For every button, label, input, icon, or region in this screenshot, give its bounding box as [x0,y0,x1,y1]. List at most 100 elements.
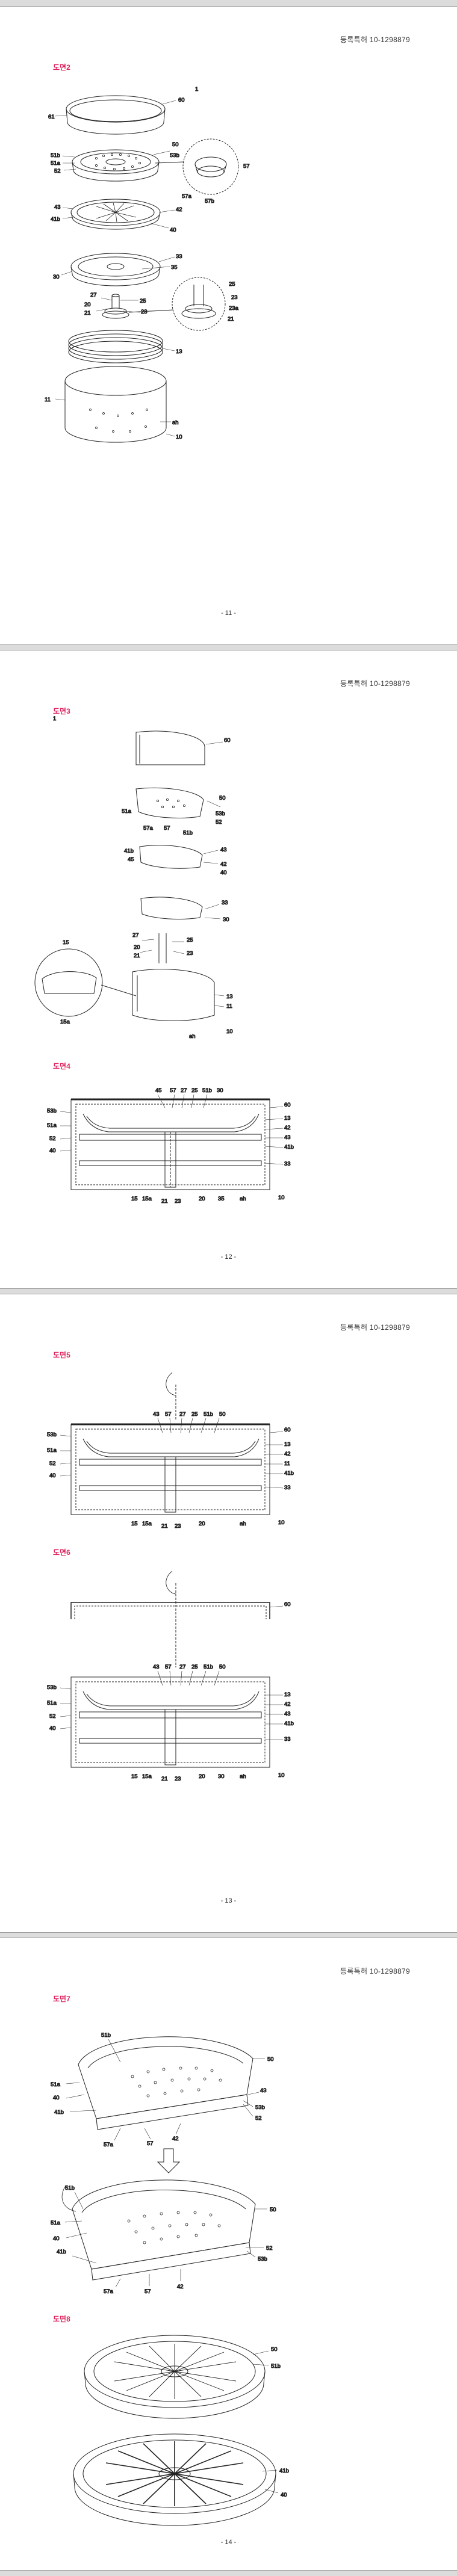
ref-label: 57 [164,825,170,832]
ref-label: 43 [153,1411,160,1418]
ref-label: 20 [199,1521,205,1527]
ref-label: 27 [179,1411,186,1418]
ref-label: 57 [165,1411,172,1418]
ref-label: 1 [195,86,198,93]
ref-label: 41b [284,1144,294,1151]
ref-label: 33 [284,1736,291,1743]
ref-label: 23 [175,1776,181,1782]
ref-label: 43 [284,1134,291,1141]
ref-label: ah [172,419,179,426]
ref-label: 40 [281,2492,287,2498]
ref-label: 33 [284,1161,291,1167]
ref-label: ah [189,1033,196,1040]
support-plate-part [70,253,161,286]
ref-label: 42 [177,2284,184,2290]
ref-label: 42 [284,1451,291,1457]
ref-label: ah [240,1196,246,1202]
ref-label: 30 [53,274,60,280]
ref-label: 40 [53,2235,60,2242]
cross-section-drawing-6: 60 43 57 27 25 51b 50 13 42 43 41b 33 53… [47,1571,294,1783]
ref-label: 23 [175,1198,181,1205]
ref-label: 23 [141,309,148,315]
ref-label: 25 [187,937,193,944]
ref-label: 57a [143,825,154,832]
ref-label: 51b [183,830,193,836]
ref-label: 51a [51,2220,61,2226]
bottom-view-drawing: 50 51b 41b 40 [73,2335,289,2526]
cutaway-perspective-drawing: 60 1 50 51a 57a 57 51b 53b 52 41b 43 45 … [34,715,233,1040]
ref-label: 10 [278,1519,285,1526]
basket-section-drawing: 51b 50 51a 40 41b 57a 57 42 53b 52 43 51… [51,2032,277,2296]
figure-title: 도면2 [53,63,70,72]
ref-label: 51b [204,1411,213,1418]
ref-label: 52 [54,168,61,175]
patent-number: 등록특허 10-1298879 [340,36,410,44]
ref-label: 41b [284,1470,294,1477]
ref-label: 10 [176,434,182,440]
patent-page-14: 등록특허 10-1298879 도면7 5 [0,1938,457,2571]
ref-label: 25 [140,298,146,304]
ref-label: 15 [131,1773,138,1780]
ref-label: 51a [51,2081,61,2088]
ref-label: 41b [54,2109,64,2116]
ref-label: 53b [258,2256,267,2262]
ref-label: 41b [279,2468,289,2474]
figure-title: 도면8 [53,2315,70,2323]
ref-label: 51b [204,1664,213,1670]
ref-label: 42 [284,1125,291,1131]
ref-label: 53b [47,1684,57,1691]
ref-label: 41b [124,848,134,854]
patent-page-11: 등록특허 10-1298879 도면2 [0,6,457,645]
ref-label: 51a [47,1447,57,1454]
ref-label: 27 [181,1087,187,1094]
ref-label: 25 [191,1087,198,1094]
ref-label: 13 [226,993,233,1000]
ref-label: 11 [284,1460,290,1467]
ref-label: 25 [191,1664,198,1670]
ref-label: 23 [175,1523,181,1530]
ref-label: 20 [134,944,140,951]
ref-label: 33 [176,253,182,260]
ref-label: 42 [172,2136,179,2142]
ref-label: 51b [271,2363,281,2370]
ref-label: 57a [104,2142,114,2148]
exploded-view-drawing: 60 1 61 50 53b 57 51b 51a 52 57a 57b 42 … [45,86,250,443]
ref-label: 45 [155,1087,162,1094]
ref-label: 15a [142,1521,152,1527]
ref-label: 53b [216,811,225,817]
ref-label: 57 [147,2140,154,2147]
ref-label: 13 [176,348,182,355]
ref-label: 51a [122,808,132,815]
ref-label: 15 [63,939,69,946]
ref-label: 30 [218,1773,225,1780]
ref-label: 10 [278,1772,285,1779]
ref-label: 40 [49,1725,56,1732]
ref-label: 60 [284,1601,291,1608]
ref-label: 57 [165,1664,172,1670]
ref-label: 30 [217,1087,223,1094]
ref-label: 21 [228,316,234,323]
ref-label: 42 [176,206,182,213]
ref-label: 53b [170,152,179,159]
ref-label: 20 [84,301,91,308]
ref-label: 43 [54,204,61,211]
ref-label: 11 [226,1003,232,1010]
ref-label: 23 [187,950,193,957]
ref-label: 51b [202,1087,212,1094]
ref-label: 43 [284,1711,291,1717]
ref-label: 10 [226,1028,233,1035]
patent-page-13: 등록특허 10-1298879 도면5 43 57 27 25 51b 50 6… [0,1294,457,1933]
ref-label: 51a [51,160,61,167]
ref-label: 15a [142,1196,152,1202]
patent-number: 등록특허 10-1298879 [340,1967,410,1975]
ref-label: 33 [284,1484,291,1491]
ref-label: 45 [128,856,134,863]
ref-label: 41b [284,1720,294,1727]
gasket-rings-part [68,330,163,363]
strainer-basket-part [72,149,160,182]
ref-label: 60 [224,737,231,744]
page-number: - 11 - [221,610,236,617]
ref-label: 23a [229,305,239,312]
ref-label: 27 [132,932,139,939]
cross-section-drawing: 45 57 27 25 51b 30 60 13 42 43 41b 33 53… [47,1087,294,1205]
